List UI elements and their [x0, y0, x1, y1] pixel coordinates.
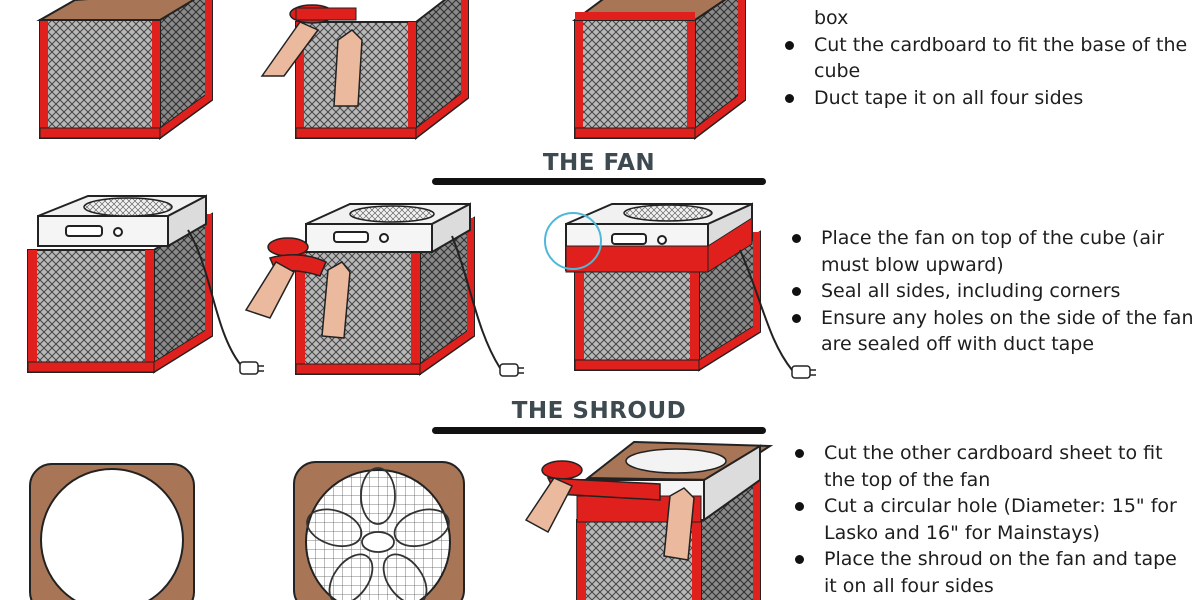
list-item: Duct tape it on all four sides [781, 85, 1191, 112]
cube-closed [571, 0, 746, 141]
list-item: Seal all sides, including corners [788, 278, 1196, 305]
section-title-fan: THE FAN [542, 150, 656, 176]
list-item: Place the fan on top of the cube (air mu… [788, 225, 1196, 278]
list-item: Place the shroud on the fan and tape it … [791, 546, 1191, 599]
shroud-instructions: Cut the other cardboard sheet to fit the… [791, 440, 1191, 599]
cube-open-top [36, 0, 213, 140]
shroud-taping [524, 440, 774, 600]
fan-on-cube [27, 194, 264, 375]
section-divider-fan [432, 178, 766, 185]
highlight-circle [544, 212, 602, 270]
fan-instructions: Place the fan on top of the cube (air mu… [788, 225, 1196, 358]
fan-sealed [544, 202, 816, 379]
cube-taping [260, 0, 469, 141]
fan-taping [244, 202, 524, 377]
list-item: Cut a circular hole (Diameter: 15" for L… [791, 493, 1191, 546]
section-divider-shroud [432, 427, 766, 434]
list-item: Ensure any holes on the side of the fan … [788, 305, 1196, 358]
section-title-shroud: THE SHROUD [511, 398, 687, 424]
continuation-text: box [814, 7, 849, 29]
base-instructions: box Cut the cardboard to fit the base of… [781, 5, 1191, 111]
shroud-on-fan-grille [293, 461, 465, 600]
shroud-cardboard [29, 463, 195, 600]
list-item: Cut the other cardboard sheet to fit the… [791, 440, 1191, 493]
list-item: Cut the cardboard to fit the base of the… [781, 32, 1191, 85]
